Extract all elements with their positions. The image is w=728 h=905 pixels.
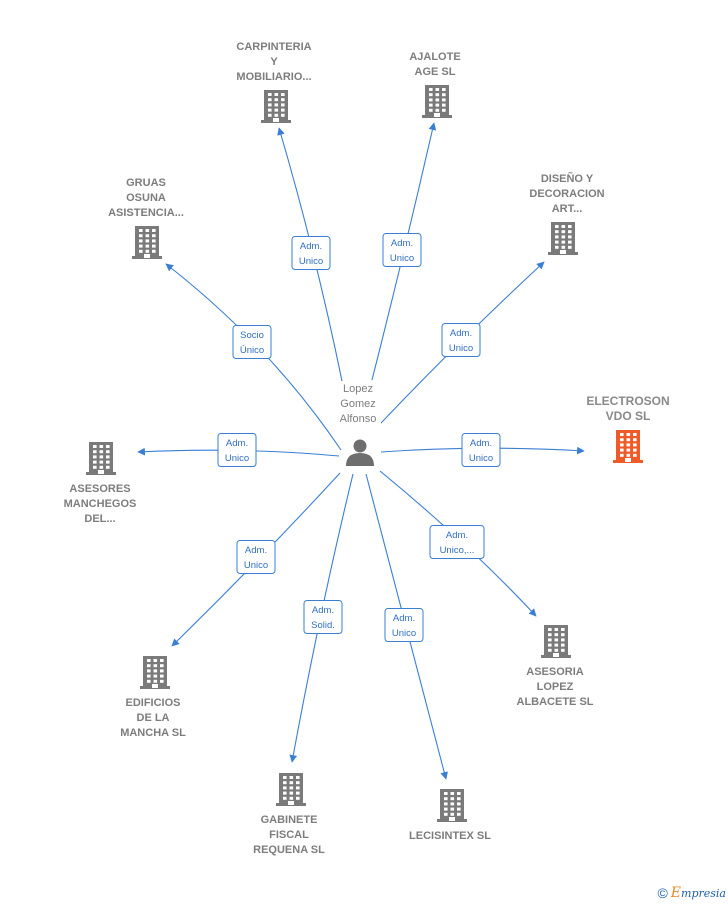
company-name: MANCHEGOS [64, 498, 137, 510]
company-name: CARPINTERIA [236, 41, 311, 53]
company-name: ASISTENCIA... [108, 207, 184, 219]
relation-badge-asesoria[interactable]: Adm. Unico,... [429, 525, 485, 559]
company-name: Y [270, 56, 278, 68]
brand-watermark: © E mpresia [657, 884, 726, 902]
company-name: EDIFICIOS [125, 697, 180, 709]
building-icon [276, 773, 306, 806]
company-name: DEL... [84, 513, 115, 525]
building-icon [140, 656, 170, 689]
company-node-diseno[interactable]: DISEÑO Y DECORACION ART... [529, 172, 605, 255]
company-name: LECISINTEX SL [409, 830, 491, 842]
relation-badge-ajalote[interactable]: Adm. Unico [382, 233, 422, 267]
building-icon [541, 625, 571, 658]
relation-text: Adm. [226, 438, 248, 449]
relation-text: Unico [449, 343, 473, 354]
building-icon [548, 222, 578, 255]
relation-text: Adm. [300, 241, 322, 252]
company-name: GRUAS [126, 177, 166, 189]
company-name: AJALOTE [409, 51, 460, 63]
building-icon [132, 226, 162, 259]
relation-text: Unico [392, 628, 416, 639]
company-name: MANCHA SL [120, 727, 186, 739]
relation-badge-lecisintex[interactable]: Adm. Unico [384, 608, 424, 642]
company-node-edificios[interactable]: EDIFICIOS DE LA MANCHA SL [120, 656, 186, 739]
company-name: FISCAL [269, 829, 309, 841]
brand-initial: E [670, 885, 682, 901]
relation-text: Adm. [391, 238, 413, 249]
relation-badge-edificios[interactable]: Adm. Unico [236, 540, 276, 574]
relation-text: Unico [244, 560, 268, 571]
relation-text: Único [240, 345, 264, 356]
company-node-gabinete[interactable]: GABINETE FISCAL REQUENA SL [253, 773, 325, 856]
relation-text: Adm. [446, 530, 468, 541]
person-name: Alfonso [340, 413, 377, 425]
relation-text: Adm. [393, 613, 415, 624]
relation-badge-asesores[interactable]: Adm. Unico [217, 433, 257, 467]
nodes-layer: CARPINTERIA Y MOBILIARIO... AJALOTE AGE SL GR… [64, 41, 670, 856]
person-name: Lopez [343, 383, 373, 395]
company-name: OSUNA [126, 192, 166, 204]
relation-text: Adm. [450, 328, 472, 339]
company-name: DISEÑO Y [541, 172, 594, 185]
company-node-ajalote[interactable]: AJALOTE AGE SL [409, 51, 461, 118]
relation-text: Adm. [245, 545, 267, 556]
company-node-lecisintex[interactable]: LECISINTEX SL [409, 789, 491, 842]
company-node-asesoria[interactable]: ASESORIA LOPEZ ALBACETE SL [517, 625, 594, 708]
company-name: ALBACETE SL [517, 696, 594, 708]
brand-name: mpresia [681, 886, 726, 900]
edges-layer: Adm.UnicoAdm.UnicoSocioÚnicoAdm.UnicoAdm… [137, 122, 585, 780]
company-name: DECORACION [529, 188, 604, 200]
company-name: GABINETE [261, 814, 318, 826]
relation-text: Unico [299, 256, 323, 267]
person-icon [346, 439, 374, 466]
relation-text: Adm. [312, 605, 334, 616]
relation-text: Adm. [470, 438, 492, 449]
company-node-carpinteria[interactable]: CARPINTERIA Y MOBILIARIO... [236, 41, 312, 123]
relation-badge-electroson[interactable]: Adm. Unico [461, 433, 501, 467]
relation-text: Socio [240, 330, 264, 341]
building-icon [422, 85, 452, 118]
relation-text: Unico [469, 453, 493, 464]
company-name: REQUENA SL [253, 844, 325, 856]
person-name: Gomez [340, 398, 375, 410]
company-node-gruas[interactable]: GRUAS OSUNA ASISTENCIA... [108, 177, 184, 259]
company-name: ELECTROSON [586, 394, 669, 408]
company-node-asesores[interactable]: ASESORES MANCHEGOS DEL... [64, 442, 137, 525]
company-name: ASESORIA [526, 666, 584, 678]
relation-text: Unico,... [440, 545, 475, 556]
company-name: ASESORES [69, 483, 130, 495]
relation-text: Unico [390, 253, 414, 264]
building-icon [437, 789, 467, 822]
company-name: AGE SL [415, 66, 456, 78]
relation-text: Unico [225, 453, 249, 464]
building-icon [86, 442, 116, 475]
company-name: VDO SL [606, 409, 651, 423]
company-name: MOBILIARIO... [236, 71, 311, 83]
copyright-symbol: © [657, 885, 668, 901]
building-highlight-icon [613, 430, 643, 463]
company-name: ART... [552, 203, 583, 215]
company-name: DE LA [137, 712, 170, 724]
relation-badge-gabinete[interactable]: Adm. Solid. [303, 600, 343, 634]
company-name: LOPEZ [537, 681, 574, 693]
building-icon [261, 90, 291, 123]
relation-badge-carpinteria[interactable]: Adm. Unico [291, 236, 331, 270]
relation-badge-diseno[interactable]: Adm. Unico [441, 323, 481, 357]
relation-text: Solid. [311, 620, 335, 631]
